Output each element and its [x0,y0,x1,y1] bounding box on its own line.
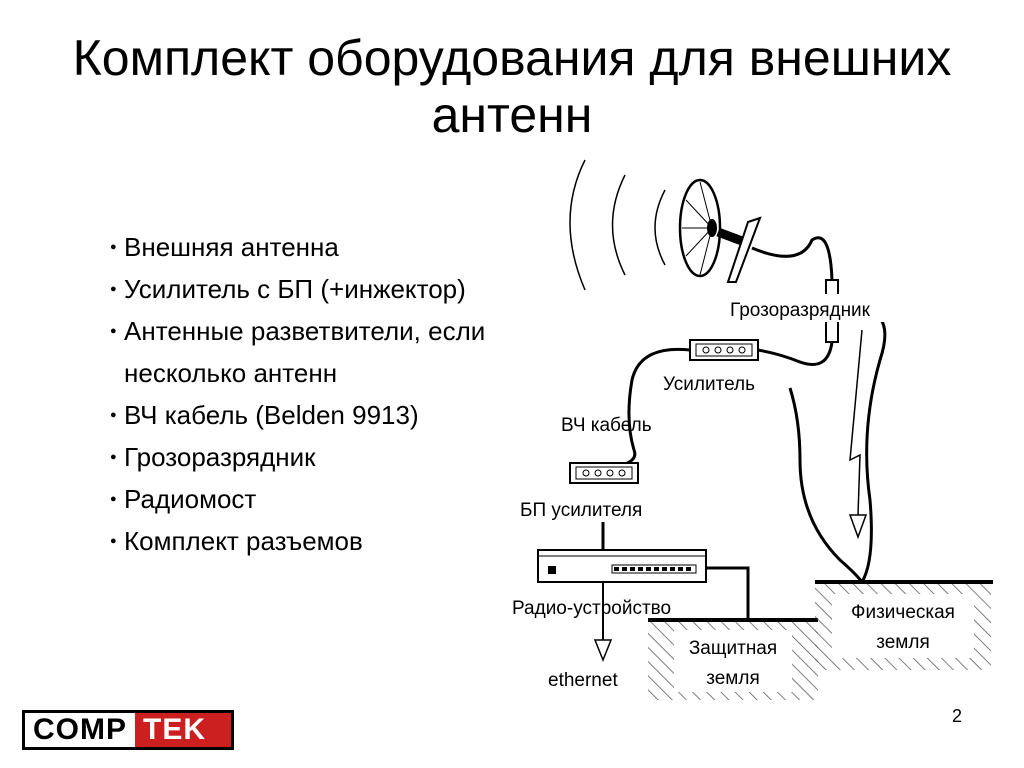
amplifier-icon [689,339,759,361]
slide-title: Комплект оборудования для внешних антенн [72,30,952,143]
bullet-item: Комплект разъемов [110,520,530,562]
rf-cable-label: ВЧ кабель [561,415,652,436]
bullet-item: Радиомост [110,478,530,520]
bullet-item: Антенные разветвители, если несколько ан… [110,310,530,394]
protective-ground-label: земля [706,668,760,689]
radio-waves-icon [569,159,666,291]
bullet-item: Усилитель с БП (+инжектор) [110,268,530,310]
bullet-item: ВЧ кабель (Belden 9913) [110,394,530,436]
bullet-list: Внешняя антенна Усилитель с БП (+инжекто… [110,226,530,562]
radio-device-icon [537,549,707,583]
satellite-dish-icon [678,178,762,283]
logo-text-left: COMP [25,713,135,747]
page-number: 2 [952,706,963,726]
bullet-item: Грозоразрядник [110,436,530,478]
amplifier-label: Усилитель [663,374,755,395]
comptek-logo: COMP TEK [22,710,234,750]
lightning-arrester-label: Грозоразрядник [730,300,871,321]
physical-ground-label: Физическая [851,602,955,623]
bullet-item: Внешняя антенна [110,226,530,268]
power-supply-icon [569,462,639,484]
radio-device-label: Радио-устройство [512,598,671,619]
protective-ground-label: Защитная [689,638,777,659]
physical-ground-label: земля [876,632,930,653]
logo-text-right: TEK [135,713,231,747]
amp-power-supply-label: БП усилителя [520,500,642,521]
ethernet-label: ethernet [548,670,618,691]
